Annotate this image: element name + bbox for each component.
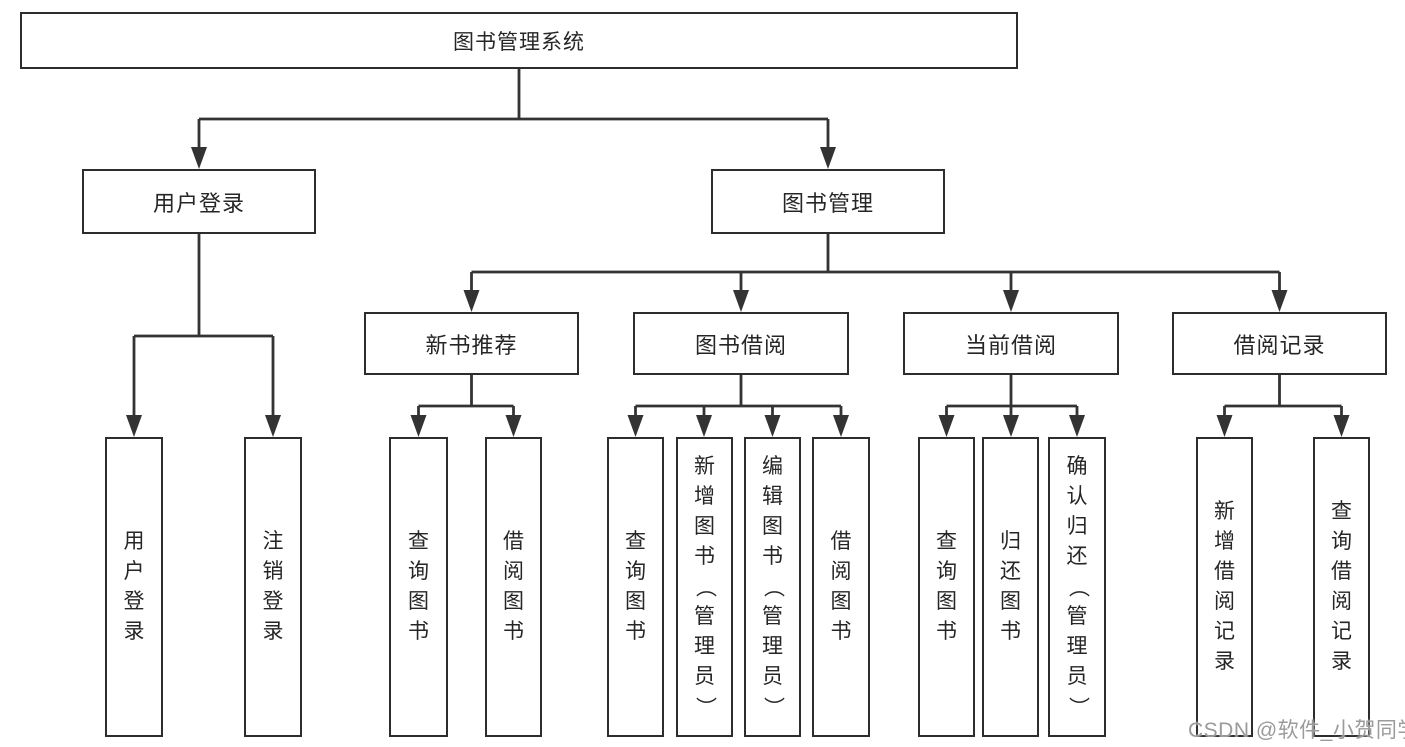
node-leaf-logout: 注销登录 [244,437,302,737]
node-borrowing-records: 借阅记录 [1172,312,1387,375]
node-label: 新书推荐 [425,332,518,358]
node-label: 借阅记录 [1233,332,1326,358]
node-label: 用户登录 [123,530,145,643]
node-label: 查询借阅记录 [1331,500,1352,673]
node-records-add-borrow-record: 新增借阅记录 [1196,437,1253,737]
node-label: 新增借阅记录 [1214,500,1235,673]
node-recommend-borrow-books: 借阅图书 [485,437,542,737]
node-new-book-recommend: 新书推荐 [364,312,579,375]
node-current-query-books: 查询图书 [918,437,975,737]
node-book-borrowing: 图书借阅 [633,312,849,375]
node-label: 当前借阅 [964,332,1057,358]
node-borrowing-query-books: 查询图书 [607,437,664,737]
node-leaf-user-login: 用户登录 [105,437,163,737]
node-borrowing-borrow-books: 借阅图书 [812,437,870,737]
node-label: 确认归还（管理员） [1066,455,1089,718]
node-label: 图书借阅 [694,332,787,358]
node-label: 借阅图书 [503,530,524,643]
node-label: 借阅图书 [830,530,852,643]
arrowheads [126,147,1350,437]
node-current-borrowing: 当前借阅 [903,312,1119,375]
node-label: 注销登录 [262,530,284,643]
node-label: 图书管理系统 [453,30,585,54]
node-current-return-books: 归还图书 [982,437,1039,737]
node-label: 查询图书 [625,530,646,643]
node-book-management: 图书管理 [711,169,945,234]
node-library-management-system: 图书管理系统 [20,12,1018,69]
node-current-confirm-return-admin: 确认归还（管理员） [1048,437,1106,737]
node-user-login: 用户登录 [82,169,316,234]
node-label: 图书管理 [781,190,874,216]
node-label: 归还图书 [1000,530,1021,643]
node-label: 新增图书（管理员） [693,455,717,718]
node-label: 查询图书 [408,530,429,643]
node-label: 编辑图书（管理员） [761,455,785,718]
node-label: 用户登录 [152,190,245,216]
node-recommend-query-books: 查询图书 [389,437,448,737]
csdn-watermark: CSDN @软件_小贺同学 [1188,719,1405,742]
node-borrowing-add-books-admin: 新增图书（管理员） [676,437,733,737]
node-label: 查询图书 [936,530,957,643]
node-borrowing-edit-books-admin: 编辑图书（管理员） [744,437,801,737]
node-records-query-borrow-record: 查询借阅记录 [1313,437,1370,737]
